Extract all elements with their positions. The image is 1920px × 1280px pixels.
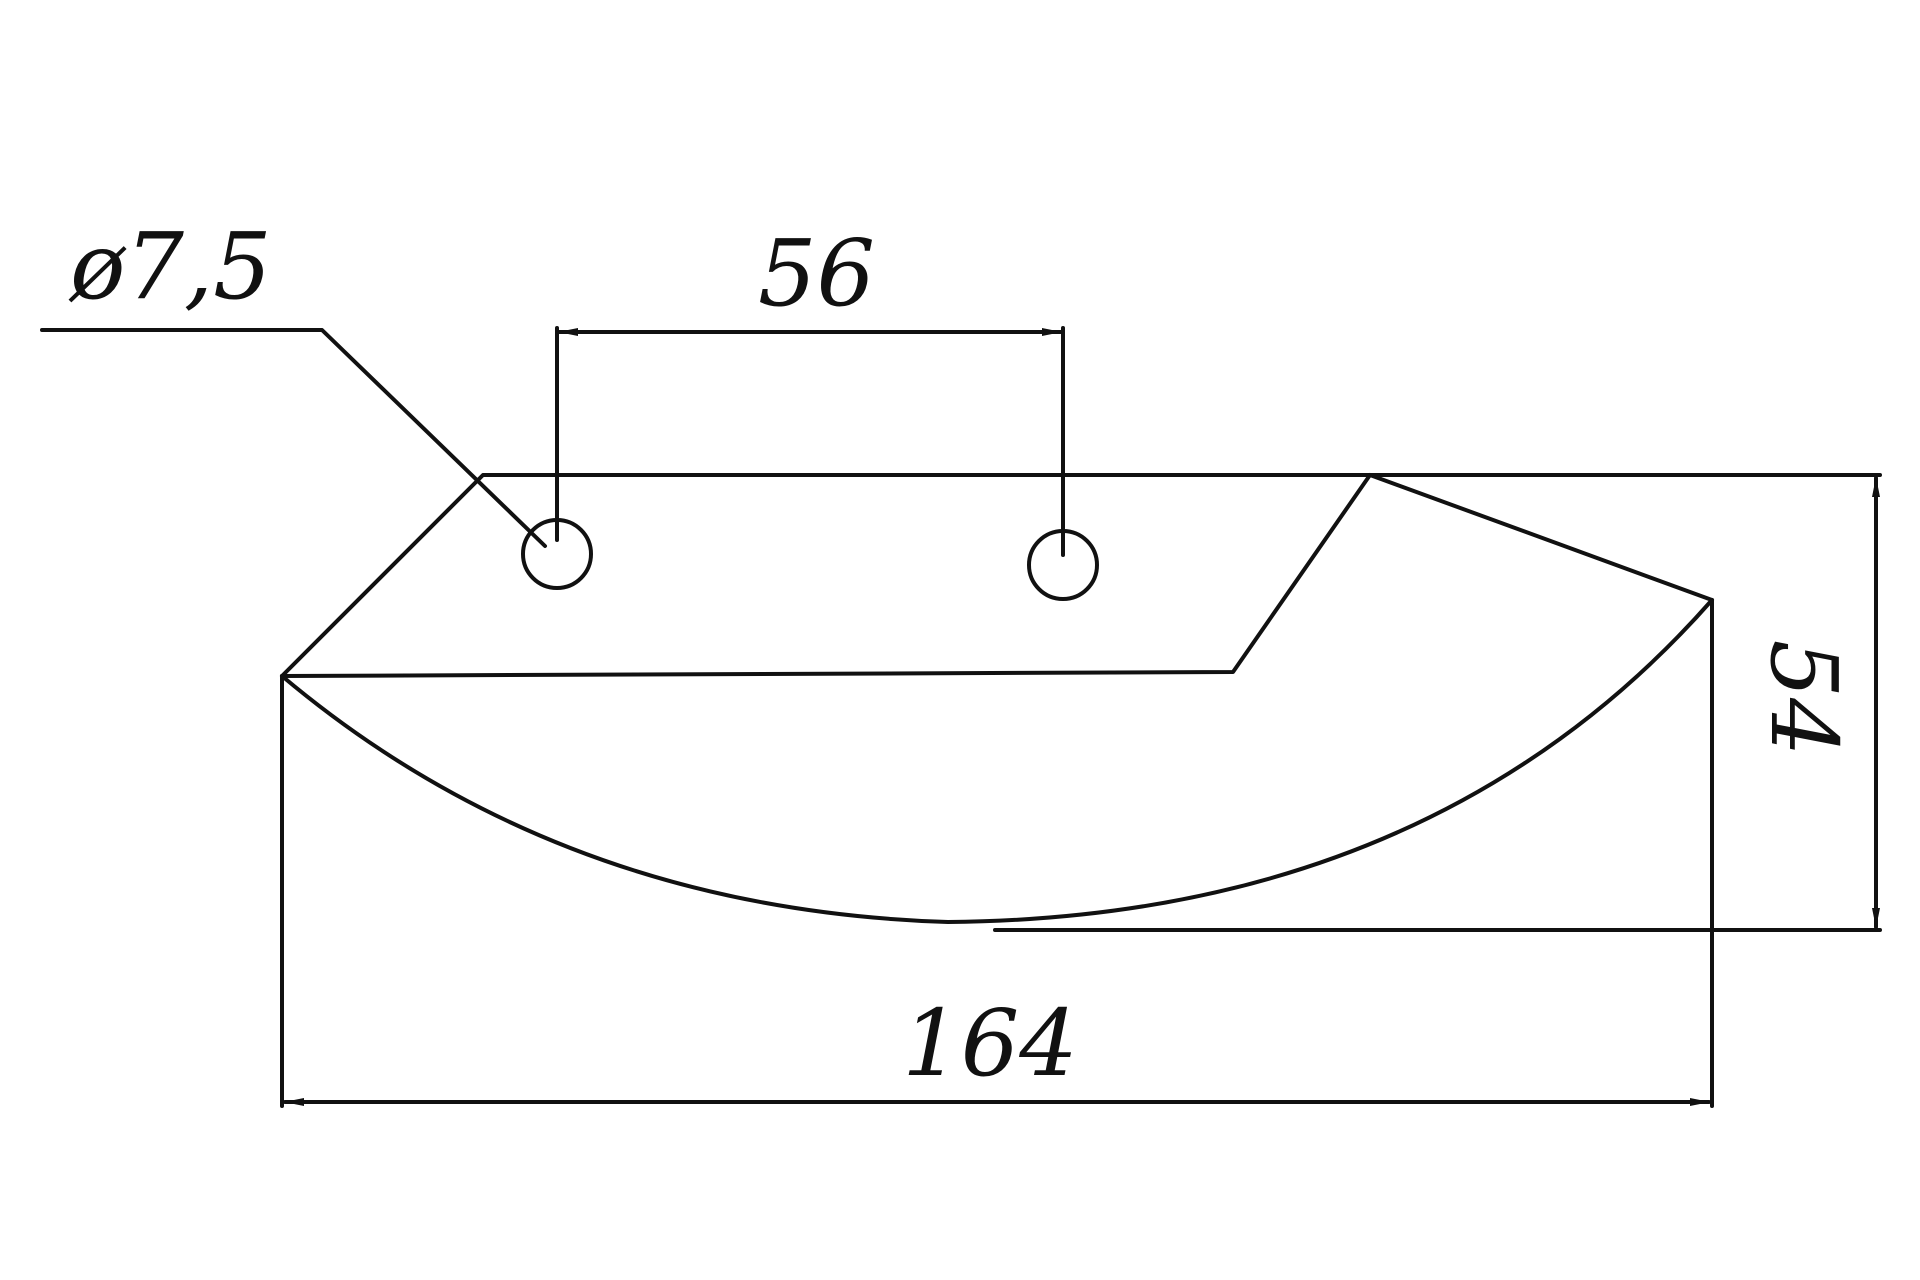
hole-diameter-label: ø7,5 [68,213,272,320]
hole-spacing-label: 56 [758,220,875,327]
length-dimension [280,598,1714,1108]
height-dimension [993,473,1882,932]
blade-notch-edge [280,473,1372,678]
blade-right-edge [1368,473,1714,602]
blade-curved-edge [280,598,1714,924]
height-label: 54 [1750,639,1857,756]
length-label: 164 [902,990,1078,1097]
blade-top-edge [280,473,1372,678]
hole-diameter-leader [40,328,547,548]
blade-outline [280,473,1714,924]
hole-spacing-dimension [555,326,1065,557]
